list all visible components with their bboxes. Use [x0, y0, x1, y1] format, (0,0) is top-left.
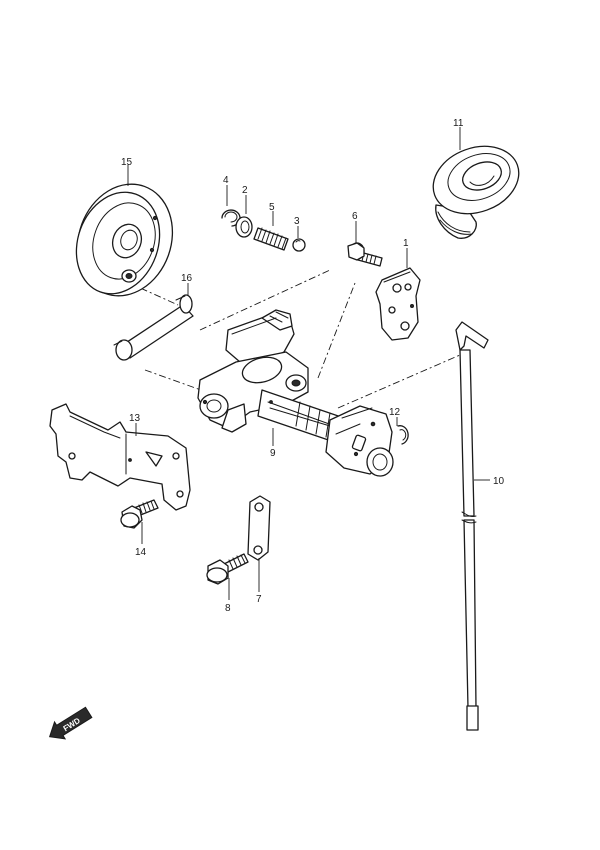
part-12-e-clip[interactable] — [397, 425, 409, 445]
callout-labels: 15 4 2 5 3 6 1 11 16 12 9 13 10 14 7 8 — [121, 118, 505, 614]
callout-4: 4 — [223, 175, 229, 186]
callout-10: 10 — [493, 476, 505, 487]
part-16-link-rod[interactable] — [113, 294, 194, 361]
fwd-arrow-icon: FWD — [48, 706, 93, 740]
callout-6: 6 — [352, 211, 358, 222]
callout-3: 3 — [294, 216, 300, 227]
callout-8: 8 — [225, 603, 231, 614]
callout-11: 11 — [453, 118, 464, 129]
part-9-shift-shaft[interactable] — [197, 309, 394, 477]
part-1-bracket-plate[interactable] — [375, 267, 421, 341]
callout-1: 1 — [403, 238, 409, 249]
callout-14: 14 — [135, 547, 147, 558]
part-10-shift-rod[interactable] — [455, 321, 489, 731]
callout-13: 13 — [129, 413, 141, 424]
part-6-bolt[interactable] — [347, 242, 383, 267]
callout-5: 5 — [269, 202, 275, 213]
part-13-mounting-bracket[interactable] — [49, 403, 191, 511]
leader-lines — [127, 127, 490, 600]
part-8-bolt[interactable] — [206, 553, 249, 585]
part-7-link-plate[interactable] — [247, 495, 271, 561]
callout-2: 2 — [242, 185, 248, 196]
callout-12: 12 — [389, 407, 401, 418]
callout-16: 16 — [181, 273, 193, 284]
callout-7: 7 — [256, 594, 262, 605]
part-15-pulley[interactable] — [62, 171, 187, 310]
part-5-spring[interactable] — [253, 227, 289, 251]
callout-9: 9 — [270, 448, 276, 459]
part-2-washer[interactable] — [235, 216, 253, 238]
callout-15: 15 — [121, 157, 133, 168]
part-11-grommet[interactable] — [424, 135, 529, 239]
part-14-bolt[interactable] — [120, 499, 159, 529]
part-3-ball[interactable] — [292, 238, 306, 252]
